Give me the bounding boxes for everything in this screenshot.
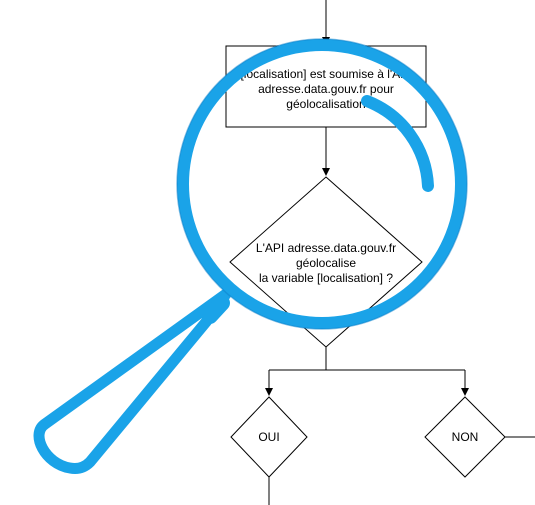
- branch-connector: [265, 347, 469, 396]
- decision-oui[interactable]: OUI: [230, 396, 308, 478]
- process-line-2: adresse.data.gouv.fr pour: [258, 82, 394, 96]
- decision-line-2: géolocalise: [296, 256, 356, 270]
- decision-non[interactable]: NON: [424, 396, 506, 478]
- process-line-1: [localisation] est soumise à l'API: [240, 67, 411, 81]
- magnifying-glass-icon: [33, 38, 468, 474]
- oui-label: OUI: [258, 430, 279, 444]
- decision-line-3: la variable [localisation] ?: [259, 271, 393, 285]
- non-label: NON: [452, 430, 479, 444]
- process-line-3: géolocalisation: [286, 97, 365, 111]
- decision-line-1: L'API adresse.data.gouv.fr: [256, 241, 396, 255]
